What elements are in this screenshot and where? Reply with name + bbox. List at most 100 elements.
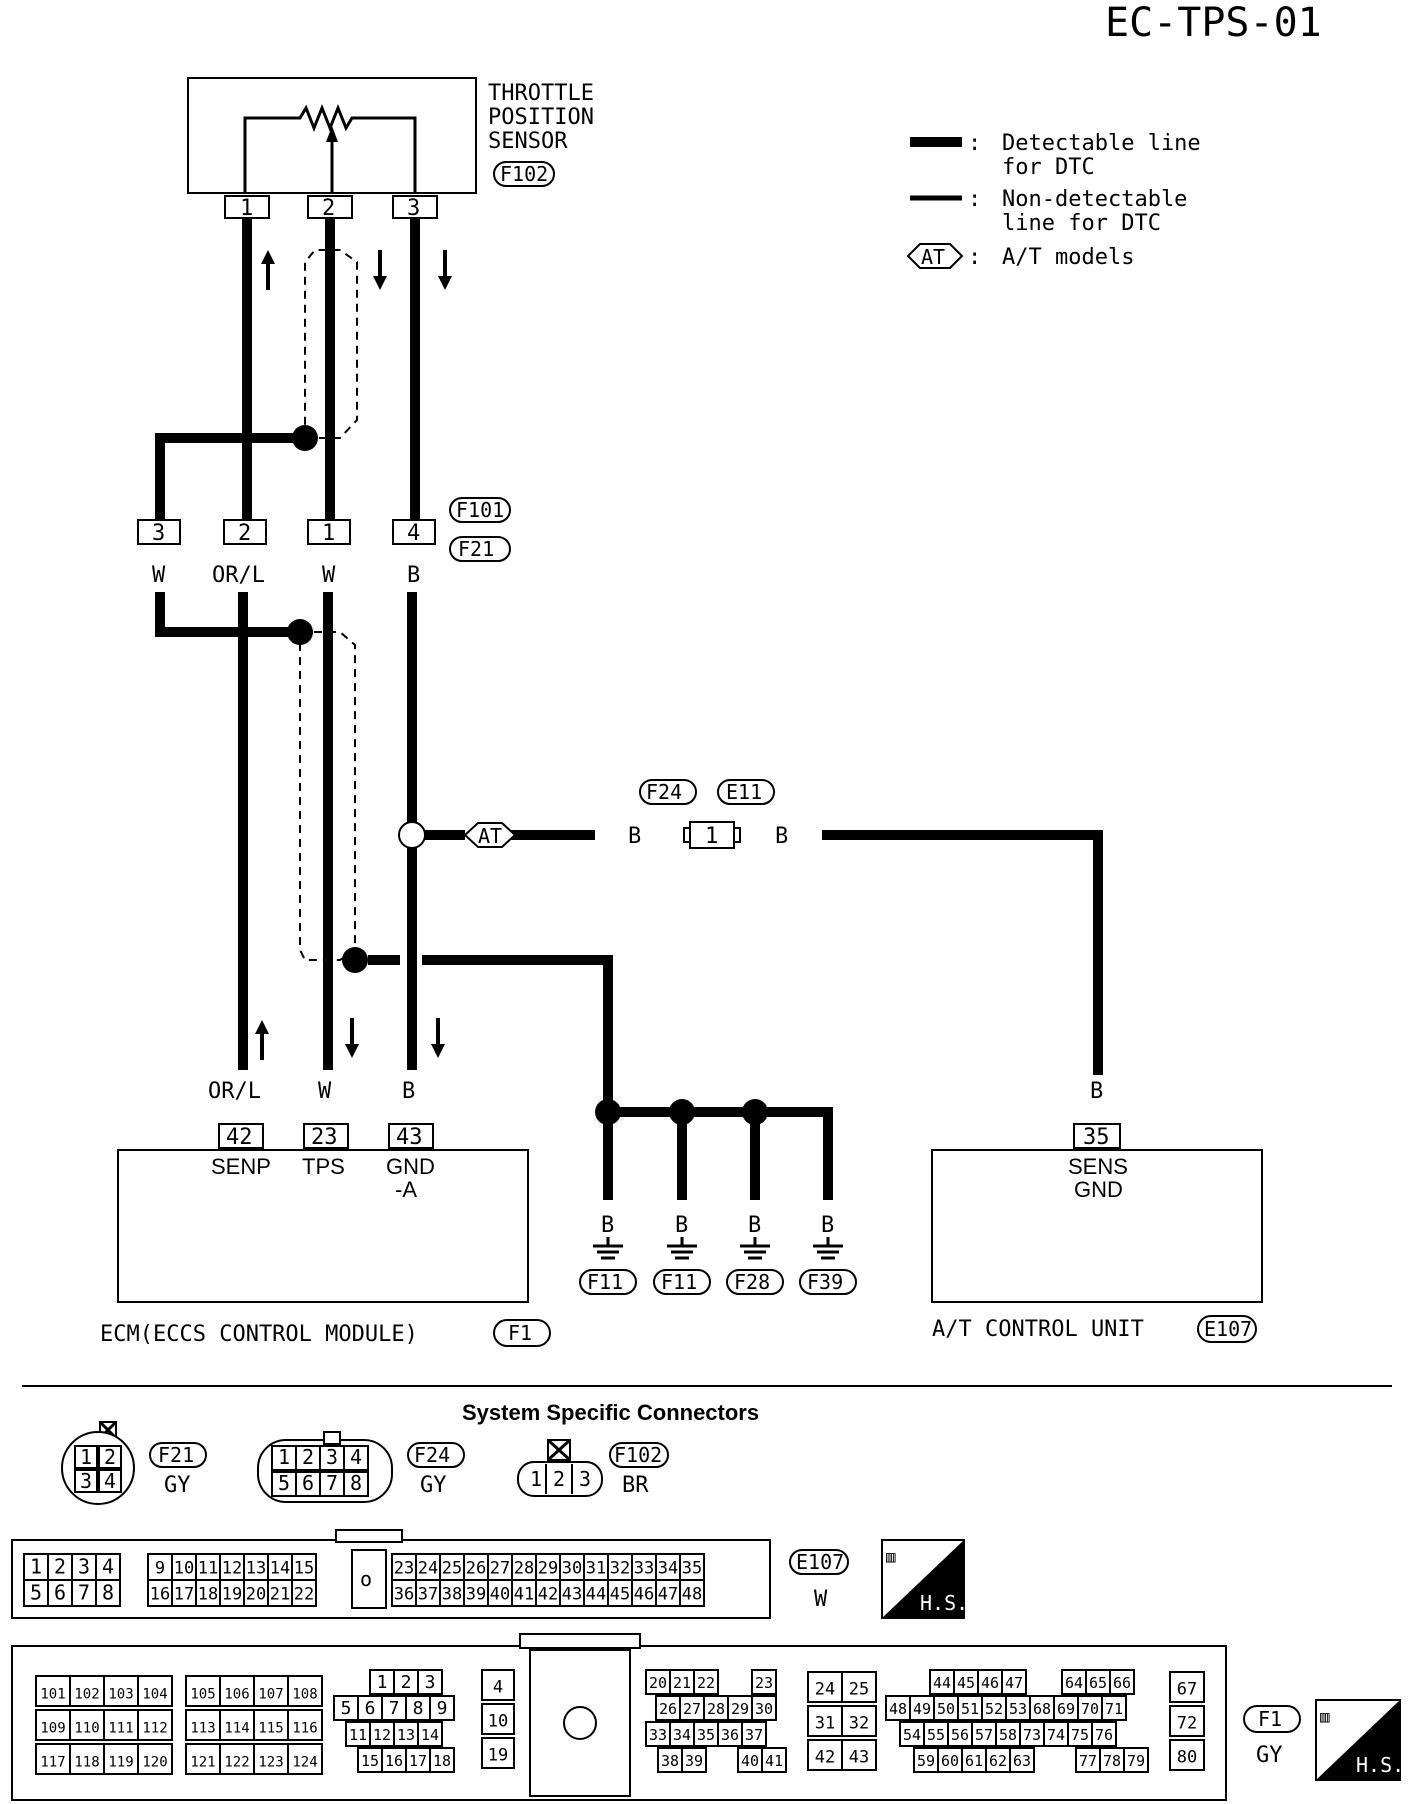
svg-text:F1: F1 [508, 1321, 532, 1345]
svg-text:B: B [675, 1213, 688, 1238]
f1-pin-57-label: 57 [975, 1726, 993, 1744]
e107-pin-9-label: 9 [155, 1559, 165, 1579]
e107-pin-5-label: 5 [30, 1581, 42, 1605]
f1-pin-45-label: 45 [957, 1674, 975, 1692]
e107-pin-11-label: 11 [198, 1559, 218, 1579]
svg-text:F21: F21 [458, 537, 494, 561]
e107-pin-39-label: 39 [466, 1585, 486, 1605]
f1-pin-50-label: 50 [937, 1700, 955, 1718]
f1-pin-41 [761, 1747, 787, 1773]
f1-pin-24-label: 24 [815, 1680, 835, 1700]
e107-pin-25 [439, 1553, 465, 1581]
f1-pin-33-label: 33 [649, 1726, 667, 1744]
f1-pin-76 [1091, 1721, 1117, 1747]
e107-pin-10-label: 10 [174, 1559, 194, 1579]
svg-text:H.S.: H.S. [1356, 1753, 1404, 1777]
f1-pin-46-label: 46 [981, 1674, 999, 1692]
e107-pin-45-label: 45 [610, 1585, 630, 1605]
f1-pin-118 [69, 1743, 105, 1775]
f1-pin-38-label: 38 [661, 1752, 679, 1770]
svg-text:F39: F39 [807, 1270, 843, 1294]
f1-pin-3-label: 3 [425, 1672, 436, 1693]
f1-pin-1-label: 1 [377, 1672, 388, 1693]
f1-pin-77-label: 77 [1079, 1752, 1097, 1770]
svg-text:43: 43 [396, 1125, 423, 1150]
f1-pin-1 [369, 1669, 395, 1695]
junction-pin-3: 3 [137, 519, 181, 546]
svg-text:1: 1 [705, 824, 718, 849]
svg-text:F1: F1 [1258, 1707, 1282, 1731]
page-code: EC-TPS-01 [1105, 0, 1322, 46]
e107-pin-19 [219, 1579, 245, 1607]
f1-pin-38 [657, 1747, 683, 1773]
sensor-title-line1: THROTTLE [488, 81, 594, 106]
svg-text::: : [968, 245, 981, 270]
f1-pin-14 [417, 1721, 443, 1747]
e107-pin-36 [391, 1579, 417, 1607]
e107-pin-44-label: 44 [586, 1585, 606, 1605]
f1-pin-116 [287, 1709, 323, 1741]
f1-pin-67 [1169, 1671, 1205, 1703]
f1-pin-28-label: 28 [707, 1700, 725, 1718]
f1-pin-51 [957, 1695, 983, 1721]
f1-pin-120 [137, 1743, 173, 1775]
svg-text:W: W [318, 1079, 332, 1104]
svg-text:F11: F11 [661, 1270, 697, 1294]
f1-pin-111 [103, 1709, 139, 1741]
e107-tag: E107 W [789, 1549, 849, 1612]
f1-pin-65 [1085, 1669, 1111, 1695]
ground-2: B F11 [653, 1213, 711, 1295]
e107-pin-43 [559, 1579, 585, 1607]
e107-pin-38-label: 38 [442, 1585, 462, 1605]
svg-text:GND: GND [1074, 1177, 1123, 1202]
wiper-arrow-icon [326, 126, 338, 142]
f1-pin-114-label: 114 [224, 1721, 249, 1737]
at-branch-symbol: AT [463, 822, 517, 848]
f1-pin-47 [1001, 1669, 1027, 1695]
svg-text:AT: AT [921, 245, 945, 269]
f1-pin-54-label: 54 [903, 1726, 921, 1744]
f1-pin-109 [35, 1709, 71, 1741]
e107-pin-29-label: 29 [538, 1559, 558, 1579]
e107-pin-28-label: 28 [514, 1559, 534, 1579]
sensor-pin-1: 1 [224, 195, 270, 221]
junction-pin-4: 4 [392, 519, 436, 546]
svg-text:E11: E11 [726, 780, 762, 804]
ecm-block: OR/L W B 42 23 43 SENP TPS GND -A [117, 1079, 529, 1303]
svg-text:B: B [601, 1213, 614, 1238]
f1-pin-46 [977, 1669, 1003, 1695]
f1-pin-9-label: 9 [437, 1698, 448, 1719]
svg-text:2: 2 [238, 521, 251, 546]
f1-pin-63 [1009, 1747, 1035, 1773]
f1-pin-12 [369, 1721, 395, 1747]
svg-text:▥: ▥ [886, 1547, 896, 1566]
f1-pin-25 [841, 1671, 877, 1703]
svg-text:3: 3 [80, 1469, 92, 1493]
f1-pin-71-label: 71 [1105, 1700, 1123, 1718]
f1-pin-11 [345, 1721, 371, 1747]
f1-pin-32-label: 32 [849, 1714, 869, 1734]
f1-pin-22-label: 22 [697, 1674, 715, 1692]
f1-pin-117-label: 117 [40, 1755, 65, 1771]
ground-1: B F11 [579, 1213, 637, 1295]
e107-pin-8 [95, 1579, 121, 1607]
f1-pin-74-label: 74 [1047, 1726, 1065, 1744]
e107-pin-13 [243, 1553, 269, 1581]
f1-pin-40-label: 40 [741, 1752, 759, 1770]
svg-text:W: W [152, 563, 166, 588]
f1-pin-116-label: 116 [292, 1721, 317, 1737]
f1-pin-113-label: 113 [190, 1721, 215, 1737]
f1-pin-69-label: 69 [1057, 1700, 1075, 1718]
e107-pin-33 [631, 1553, 657, 1581]
f1-pin-62-label: 62 [989, 1752, 1007, 1770]
svg-text:2: 2 [104, 1445, 116, 1469]
f1-pin-78 [1099, 1747, 1125, 1773]
svg-text:B: B [402, 1079, 415, 1104]
svg-text:for DTC: for DTC [1002, 155, 1095, 180]
e107-pin-16-label: 16 [150, 1585, 170, 1605]
svg-text:4: 4 [104, 1469, 116, 1493]
svg-text:7: 7 [326, 1471, 338, 1495]
f1-pin-77 [1075, 1747, 1101, 1773]
f1-pin-102 [69, 1675, 105, 1707]
svg-text:GY: GY [1256, 1743, 1283, 1768]
